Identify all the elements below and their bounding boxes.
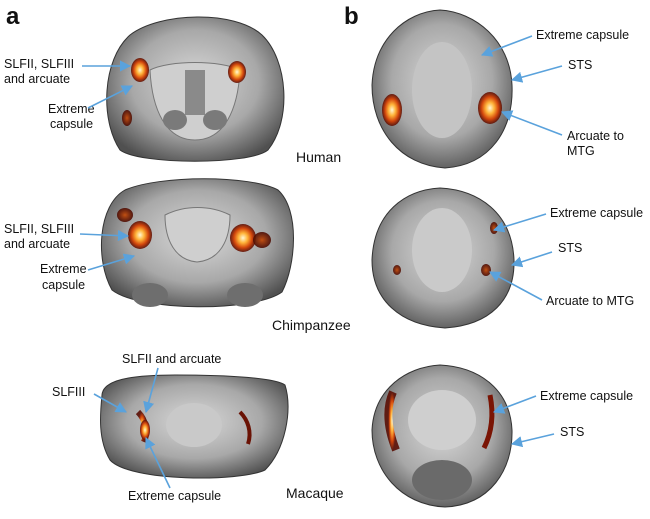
arrow-b-chimp-arc xyxy=(489,271,543,301)
label-b-human-sts: STS xyxy=(568,58,592,72)
arrow-b-human-sts xyxy=(510,65,563,83)
label-macaque-slfii: SLFII and arcuate xyxy=(122,352,221,366)
arrow-b-macaque-ec xyxy=(492,395,537,414)
species-label-macaque: Macaque xyxy=(286,485,344,501)
arrow-macaque-ec xyxy=(145,436,171,489)
species-label-chimpanzee: Chimpanzee xyxy=(272,317,351,333)
arrow-b-chimp-sts xyxy=(510,251,553,268)
label-macaque-ec: Extreme capsule xyxy=(128,489,221,503)
label-b-macaque-sts: STS xyxy=(560,425,584,439)
label-human-ec-line1: Extreme xyxy=(48,102,95,116)
panel-label-b: b xyxy=(344,3,359,30)
label-b-human-ec: Extreme capsule xyxy=(536,28,629,42)
label-b-human-arc-line2: MTG xyxy=(567,144,595,158)
arrow-macaque-slfii xyxy=(143,367,159,414)
label-macaque-slfiii: SLFIII xyxy=(52,385,85,399)
label-b-chimp-ec: Extreme capsule xyxy=(550,206,643,220)
label-human-ec-line2: capsule xyxy=(50,117,93,131)
human-axial-slice xyxy=(371,9,513,169)
arrow-chimp-slf xyxy=(79,229,130,242)
label-b-chimp-arc: Arcuate to MTG xyxy=(546,294,634,308)
arrow-b-macaque-sts xyxy=(510,433,555,448)
arrow-chimp-ec xyxy=(87,253,136,271)
species-label-human: Human xyxy=(296,149,341,165)
label-human-slf-line2: and arcuate xyxy=(4,72,70,86)
panel-label-a: a xyxy=(6,3,20,30)
label-chimp-ec-line1: Extreme xyxy=(40,262,87,276)
macaque-axial-slice xyxy=(371,364,513,508)
arrow-b-chimp-ec xyxy=(492,213,547,233)
macaque-coronal-slice xyxy=(100,374,289,479)
label-human-slf-line1: SLFII, SLFIII xyxy=(4,57,74,71)
label-chimp-slf-line1: SLFII, SLFIII xyxy=(4,222,74,236)
chimpanzee-coronal-slice xyxy=(101,178,294,308)
label-chimp-slf-line2: and arcuate xyxy=(4,237,70,251)
label-b-macaque-ec: Extreme capsule xyxy=(540,389,633,403)
chimpanzee-axial-slice xyxy=(371,187,515,329)
arrow-human-ec xyxy=(87,85,134,109)
label-b-human-arc-line1: Arcuate to xyxy=(567,129,624,143)
arrow-b-human-arc xyxy=(500,110,563,136)
label-chimp-ec-line2: capsule xyxy=(42,278,85,292)
arrow-b-human-ec xyxy=(480,35,533,57)
label-b-chimp-sts: STS xyxy=(558,241,582,255)
arrow-macaque-slfiii xyxy=(93,393,127,413)
human-coronal-slice xyxy=(106,16,285,162)
